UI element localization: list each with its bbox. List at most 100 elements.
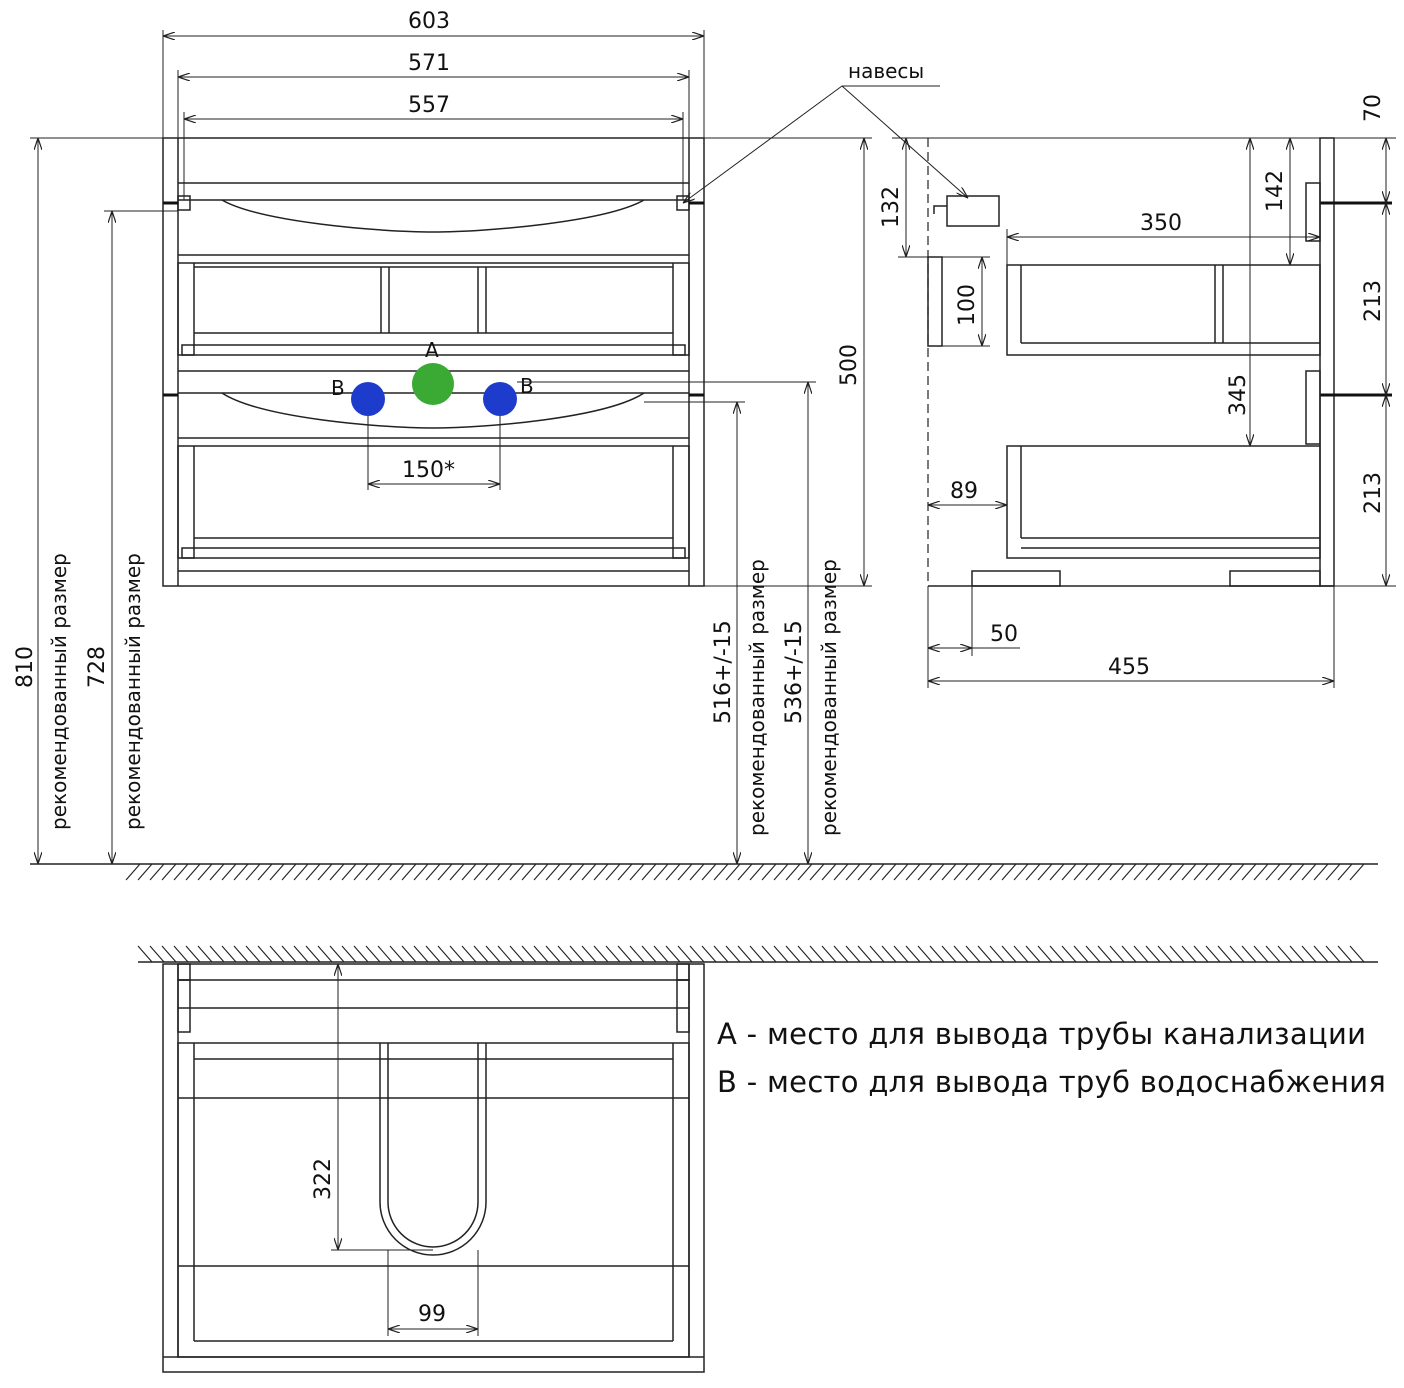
dim-70: 70: [1361, 94, 1386, 122]
height-hangers-note: рекомендованный размер: [121, 553, 145, 830]
hatch-line: [1277, 945, 1293, 963]
front-view: A B B 150* 603 571 557 500 810 рекомендо…: [13, 9, 1378, 881]
hatch-line: [1337, 945, 1353, 963]
hatch-line: [1145, 863, 1161, 881]
hatch-line: [797, 945, 813, 963]
hatch-line: [749, 945, 765, 963]
hatch-line: [293, 863, 309, 881]
hatch-line: [725, 945, 741, 963]
hatch-line: [953, 945, 969, 963]
hatch-line: [941, 945, 957, 963]
hatch-line: [761, 945, 777, 963]
hatch-line: [1001, 863, 1017, 881]
hatch-line: [1085, 863, 1101, 881]
hatch-line: [137, 863, 153, 881]
hatch-line: [749, 863, 765, 881]
hatch-line: [149, 945, 165, 963]
hatch-line: [197, 945, 213, 963]
hatch-line: [269, 945, 285, 963]
hatch-line: [653, 863, 669, 881]
top-cabinet-outline: [162, 963, 705, 1373]
hatch-line: [917, 863, 933, 881]
hatch-line: [761, 863, 777, 881]
hatch-line: [629, 945, 645, 963]
hatch-line: [449, 945, 465, 963]
hatch-line: [1025, 945, 1041, 963]
hatch-line: [1049, 945, 1065, 963]
hatch-line: [1193, 945, 1209, 963]
hatch-line: [149, 863, 165, 881]
hatch-line: [821, 945, 837, 963]
hatch-line: [1073, 863, 1089, 881]
hatch-line: [809, 863, 825, 881]
hatch-line: [977, 863, 993, 881]
hatch-line: [665, 863, 681, 881]
legend: A - место для вывода трубы канализации B…: [717, 1017, 1386, 1099]
hatch-line: [701, 945, 717, 963]
sewer-height-note: рекомендованный размер: [745, 559, 769, 836]
hatch-line: [461, 945, 477, 963]
hatch-line: [461, 863, 477, 881]
dim-345: 345: [1226, 374, 1251, 416]
hatch-line: [401, 863, 417, 881]
basin-curve-bottom: [221, 392, 645, 429]
siphon-cutout: [379, 1043, 487, 1256]
hatch-line: [713, 945, 729, 963]
hatch-line: [317, 863, 333, 881]
hatch-line: [533, 863, 549, 881]
hatch-line: [605, 945, 621, 963]
hatch-line: [773, 945, 789, 963]
hatch-line: [209, 945, 225, 963]
hatch-line: [965, 945, 981, 963]
hatch-line: [1121, 945, 1137, 963]
hatch-line: [1229, 945, 1245, 963]
hatch-line: [353, 945, 369, 963]
hatch-line: [221, 863, 237, 881]
hatch-line: [257, 945, 273, 963]
hatch-line: [785, 945, 801, 963]
hatch-line: [329, 945, 345, 963]
hatch-line: [269, 863, 285, 881]
hatch-line: [305, 863, 321, 881]
hatch-line: [905, 863, 921, 881]
front-lower-drawer: [177, 445, 690, 559]
hatch-line: [557, 863, 573, 881]
hatch-line: [1013, 945, 1029, 963]
hatch-line: [881, 863, 897, 881]
hatch-line: [821, 863, 837, 881]
hatch-line: [365, 863, 381, 881]
hatch-line: [641, 945, 657, 963]
hatch-line: [509, 863, 525, 881]
height-total-note: рекомендованный размер: [47, 553, 71, 830]
hatch-line: [1217, 945, 1233, 963]
hatch-line: [785, 863, 801, 881]
hatch-line: [233, 945, 249, 963]
hatch-line: [137, 945, 153, 963]
hatch-line: [437, 945, 453, 963]
hatch-line: [845, 863, 861, 881]
hatch-line: [773, 863, 789, 881]
hatch-line: [425, 945, 441, 963]
height-total-dim: 810: [13, 646, 38, 688]
hatch-line: [1205, 945, 1221, 963]
hatch-line: [737, 863, 753, 881]
water-point-left: [351, 382, 385, 416]
hatch-line: [305, 945, 321, 963]
hatch-line: [893, 945, 909, 963]
hatch-line: [593, 863, 609, 881]
hatch-line: [497, 945, 513, 963]
hatch-line: [1349, 863, 1365, 881]
hatch-line: [569, 863, 585, 881]
hatch-line: [485, 945, 501, 963]
hatch-line: [317, 945, 333, 963]
hatch-line: [581, 945, 597, 963]
hatch-line: [1277, 863, 1293, 881]
water-point-right: [483, 382, 517, 416]
front-upper-drawer: [177, 262, 690, 356]
dim-322: 322: [311, 1158, 336, 1200]
width-total-dim: 603: [408, 9, 450, 34]
hatch-line: [1289, 863, 1305, 881]
hatch-line: [1109, 863, 1125, 881]
hatch-line: [1217, 863, 1233, 881]
hatch-line: [353, 863, 369, 881]
